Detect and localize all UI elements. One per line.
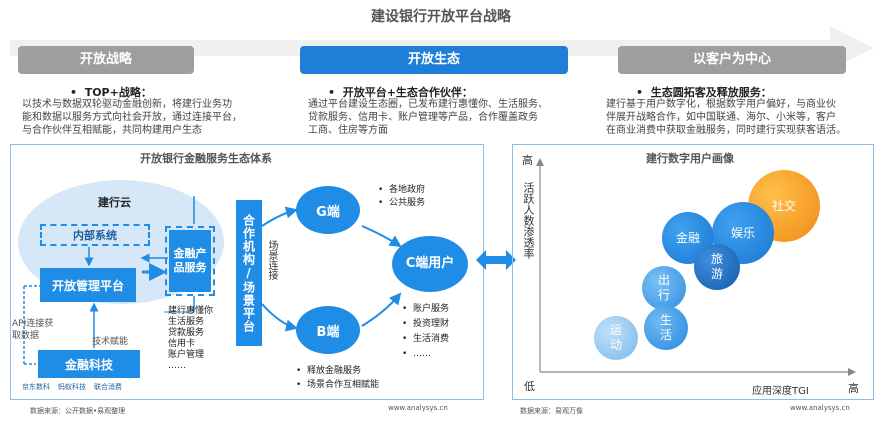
union-logo: 联合消费 xyxy=(94,383,122,391)
right-panel-title: 建行数字用户画像 xyxy=(646,152,734,165)
pill-customer-centric: 以客户为中心 xyxy=(618,46,846,74)
jd-logo: 京东数科 xyxy=(22,383,50,391)
b-list: • 释放金融服务 • 场景合作互相赋能 xyxy=(296,366,380,390)
x-high: 高 xyxy=(848,382,859,395)
b-node: B端 xyxy=(296,306,360,354)
product-list: 建行惠懂你生活服务贷款服务 信用卡账户管理…… xyxy=(168,306,214,371)
col3-head: • 生态圆拓客及释放服务： xyxy=(636,86,772,99)
col2-desc: 通过平台建设生态圈，已发布建行惠懂你、生活服务、贷款服务、信用卡、账户管理等产品… xyxy=(308,99,548,136)
bubble-transport: 出行 xyxy=(642,266,686,310)
c-list: • 账户服务 • 投资理财 • 生活消费 • …… xyxy=(402,304,450,359)
right-panel xyxy=(512,144,874,400)
scene-link-label: 场景连接 xyxy=(266,240,277,280)
y-low: 低 xyxy=(524,380,535,393)
left-connectors xyxy=(23,196,402,365)
left-source: 数据来源：公开数据•易观整理 xyxy=(30,407,126,415)
pill-open-ecology: 开放生态 xyxy=(300,46,568,74)
products-dash xyxy=(165,226,215,296)
page-title: 建设银行开放平台战略 xyxy=(371,9,511,25)
y-high: 高 xyxy=(522,154,533,167)
products-box: 金融产品服务 xyxy=(169,230,211,292)
x-axis-label: 应用深度TGI xyxy=(752,386,809,397)
cloud-label: 建行云 xyxy=(98,196,131,209)
open-platform-box: 开放管理平台 xyxy=(40,268,136,302)
y-axis-label: 活跃人数渗透率 xyxy=(522,182,535,259)
partner-logos: 京东数科 蚂蚁科技 联合消费 xyxy=(22,382,122,392)
axes xyxy=(536,158,856,376)
c-node: C端用户 xyxy=(392,236,468,292)
g-list: • 各地政府 • 公共服务 xyxy=(378,185,426,208)
col2-head: • 开放平台+生态合作伙伴： xyxy=(328,86,473,99)
right-site: www.analysys.cn xyxy=(790,404,850,412)
col1-head: • TOP+战略： xyxy=(70,86,152,99)
left-panel xyxy=(10,144,484,400)
ant-logo: 蚂蚁科技 xyxy=(58,383,86,391)
col3-desc: 建行基于用户数字化，根据数字用户偏好，与商业伙伴展开战略合作，如中国联通、海尔、… xyxy=(606,99,846,136)
internal-system-label: 内部系统 xyxy=(73,229,117,242)
right-source: 数据来源：易观万像 xyxy=(520,407,583,415)
api-label: API连接获取数据 xyxy=(12,319,54,341)
tech-label: 技术赋能 xyxy=(92,337,129,347)
bubble-life: 生活 xyxy=(644,306,688,350)
left-site: www.analysys.cn xyxy=(388,404,448,412)
pill-open-strategy: 开放战略 xyxy=(18,46,194,74)
bubble-sport: 运动 xyxy=(594,316,638,360)
g-node: G端 xyxy=(296,186,360,234)
left-panel-title: 开放银行金融服务生态体系 xyxy=(140,152,272,165)
fintech-box: 金融科技 xyxy=(38,350,140,378)
bubble-travel: 旅游 xyxy=(694,244,740,290)
partners-box: 合作机构/场景平台 xyxy=(236,200,262,346)
col1-desc: 以技术与数据双轮驱动金融创新，将建行业务功能和数据以服务方式向社会开放，通过连接… xyxy=(22,99,242,136)
exchange-arrow xyxy=(476,250,516,270)
internal-system-box xyxy=(40,224,150,246)
